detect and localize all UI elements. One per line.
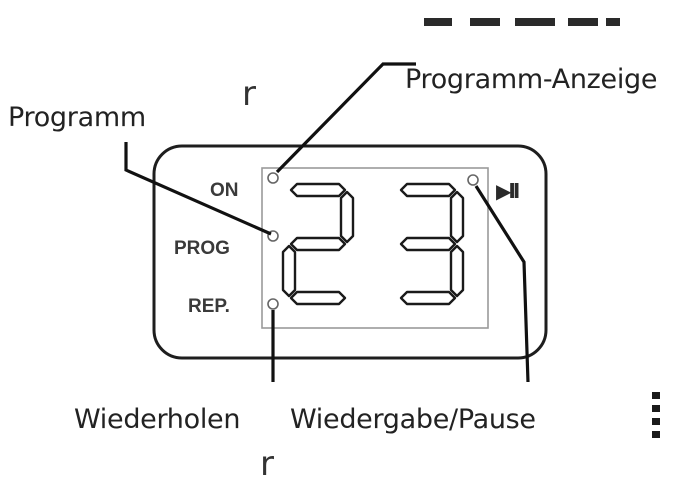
digit-1-segment-e bbox=[281, 244, 297, 298]
digit-2-segment-g bbox=[399, 236, 457, 252]
digit-1-segment-g bbox=[289, 236, 347, 252]
cropped-text-fragment-top: r bbox=[242, 74, 256, 114]
label-wiedergabe-pause: Wiedergabe/Pause bbox=[290, 404, 536, 435]
rep-indicator-led bbox=[267, 298, 279, 310]
play-pause-indicator-led bbox=[467, 174, 479, 186]
digit-1-segment-a bbox=[289, 182, 347, 198]
leader-line-programm-anzeige bbox=[275, 62, 416, 174]
panel-label-prog: PROG bbox=[174, 238, 230, 259]
panel-label-on: ON bbox=[210, 180, 239, 201]
cropped-dash-artifact bbox=[652, 392, 660, 438]
digit-1-segment-d bbox=[289, 290, 347, 306]
digit-2-segment-b bbox=[449, 190, 465, 244]
play-pause-icon: ▶II bbox=[496, 179, 520, 203]
on-indicator-led bbox=[267, 172, 279, 184]
digit-2-segment-c bbox=[449, 244, 465, 298]
label-wiederholen: Wiederholen bbox=[74, 404, 241, 435]
cropped-header-artifact bbox=[424, 18, 620, 26]
panel-label-rep: REP. bbox=[188, 296, 230, 317]
digit-1-segment-b bbox=[339, 190, 355, 244]
leader-line-wiedergabe-pause bbox=[474, 185, 530, 383]
digit-2-segment-a bbox=[399, 182, 457, 198]
digit-2-segment-d bbox=[399, 290, 457, 306]
label-programm-anzeige: Programm-Anzeige bbox=[405, 64, 658, 95]
label-programm: Programm bbox=[8, 102, 146, 133]
leader-line-programm bbox=[124, 142, 272, 236]
cropped-text-fragment-bottom: r bbox=[260, 444, 274, 484]
seven-segment-display bbox=[281, 182, 465, 306]
